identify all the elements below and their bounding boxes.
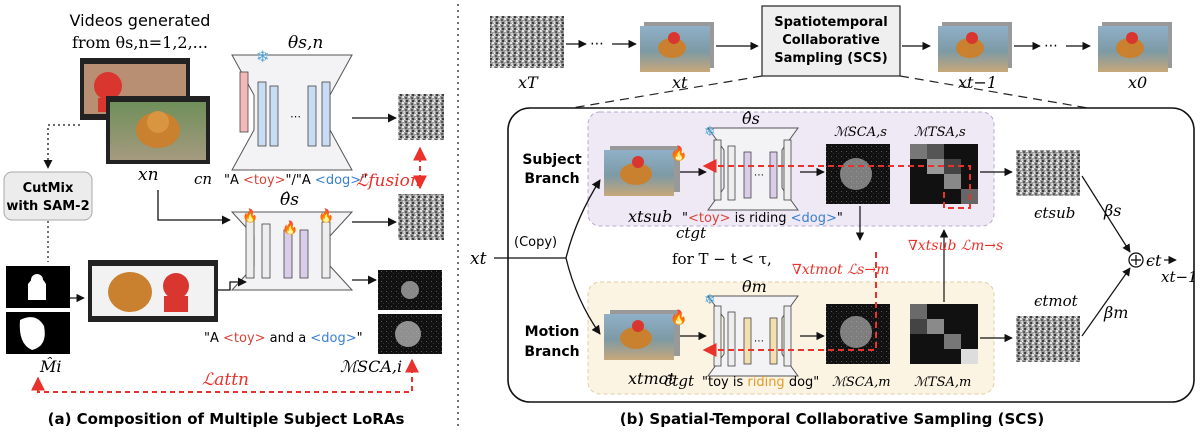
scs-box bbox=[761, 5, 901, 77]
cutmix-composite-video bbox=[88, 260, 218, 322]
ellipsis-top-2: ⋯ bbox=[1044, 38, 1058, 54]
motion-prompt: "toy is riding dog" bbox=[702, 375, 819, 390]
c-tgt-label: ctgt bbox=[676, 224, 707, 242]
arrow-xn-to-theta-hat-s bbox=[157, 190, 231, 225]
eps-t-label: ϵt bbox=[1146, 251, 1162, 270]
x-out-label: xt−1 bbox=[1161, 268, 1198, 286]
videos-label-line2: from θs,n=1,2,... bbox=[72, 33, 208, 52]
arrow-composite-to-theta-hat-s bbox=[218, 277, 247, 291]
noise-output-theta-sn bbox=[398, 94, 444, 140]
motion-branch-label-2: Branch bbox=[524, 344, 579, 360]
scs-label-line1: Spatiotemporal bbox=[774, 15, 888, 30]
l-attn-label: ℒattn bbox=[202, 370, 249, 390]
copy-label: (Copy) bbox=[514, 235, 557, 250]
grad-m-to-s-label: ∇xtsub ℒm→s bbox=[908, 238, 1003, 254]
subject-fire-icon: 🔥 bbox=[670, 145, 687, 162]
c-n-label: cn bbox=[194, 170, 212, 188]
beta-s-label: βs bbox=[1103, 201, 1121, 220]
condition-label: for T − t < τ, bbox=[672, 250, 772, 268]
motion-branch-label-1: Motion bbox=[525, 324, 580, 340]
x-T-label: xT bbox=[518, 73, 539, 92]
svg-text:⋯: ⋯ bbox=[754, 336, 764, 347]
m-sca-m-label: ℳSCA,m bbox=[832, 375, 891, 390]
c-tilde-tgt-label: c̃tgt bbox=[664, 372, 695, 390]
zoom-line-left bbox=[559, 75, 763, 111]
eps-mot-label: ϵtmot bbox=[1034, 292, 1079, 310]
cutmix-label-line2: with SAM-2 bbox=[6, 199, 89, 214]
m-sca-s-label: ℳSCA,s bbox=[834, 125, 887, 140]
x-0-label: x0 bbox=[1128, 73, 1147, 92]
x-t-sub-label: xtsub bbox=[628, 207, 672, 226]
grad-s-to-m-label: ∇xtmot ℒs→m bbox=[792, 262, 889, 278]
ellipsis-top-1: ⋯ bbox=[590, 36, 604, 52]
subject-snowflake-icon: ❄ bbox=[704, 124, 716, 140]
x-t-input-label: xt bbox=[470, 249, 487, 269]
cutmix-box bbox=[3, 171, 93, 221]
dotted-arrow-to-cutmix bbox=[43, 124, 80, 169]
theta-hat-s-label: θ̂s bbox=[280, 190, 299, 210]
trainable-fire-icon-3: 🔥 bbox=[318, 208, 334, 224]
noise-output-theta-hat-s bbox=[398, 194, 444, 240]
lora-network-theta-sn: ⋯ ❄ bbox=[231, 47, 353, 171]
prompt-cn: "A <toy>"/"A <dog>" bbox=[224, 173, 367, 188]
guidance-s-to-m-arrow bbox=[702, 252, 877, 357]
toy-video-frames bbox=[80, 58, 190, 120]
tsa-map-motion bbox=[910, 304, 978, 364]
beta-m-label: βm bbox=[1103, 303, 1128, 322]
scs-label-line2: Collaborative bbox=[782, 33, 880, 48]
videos-label-line1: Videos generated bbox=[70, 11, 211, 30]
frame-x-t bbox=[640, 22, 714, 72]
svg-text:⋯: ⋯ bbox=[754, 170, 764, 181]
caption-a: (a) Composition of Multiple Subject LoRA… bbox=[48, 410, 405, 428]
x-t-mot-label: xtmot bbox=[628, 369, 675, 388]
m-tsa-s-label: ℳTSA,s bbox=[914, 125, 966, 140]
frozen-snowflake-icon: ❄ bbox=[256, 47, 269, 66]
subject-branch-label-2: Branch bbox=[524, 171, 579, 187]
ellipsis: ⋯ bbox=[290, 110, 301, 123]
trainable-fire-icon-1: 🔥 bbox=[242, 208, 258, 224]
subject-branch-label-1: Subject bbox=[522, 152, 582, 168]
m-sca-i-label: ℳSCA,i bbox=[340, 357, 402, 376]
m-tsa-m-label: ℳTSA,m bbox=[914, 375, 971, 390]
subject-network-theta-hat-s: ⋯ ❄ bbox=[704, 124, 799, 211]
dog-video-frames bbox=[106, 96, 210, 164]
subject-prompt: "<toy> is riding <dog>" bbox=[682, 211, 843, 226]
theta-m-label: θm bbox=[742, 277, 767, 296]
motion-snowflake-icon: ❄ bbox=[704, 292, 716, 308]
theta-sn-label: θs,n bbox=[288, 33, 323, 53]
eps-mot-output bbox=[1016, 316, 1080, 362]
frame-x-0 bbox=[1098, 22, 1172, 72]
trainable-fire-icon-2: 🔥 bbox=[282, 220, 298, 236]
arrow-eps-mot-to-sum bbox=[1081, 267, 1131, 337]
zoom-line-right bbox=[899, 75, 1101, 111]
motion-fire-icon: 🔥 bbox=[670, 309, 687, 326]
scs-label-line3: Sampling (SCS) bbox=[774, 51, 887, 66]
composed-network-theta-hat-s: 🔥 🔥 🔥 bbox=[230, 208, 354, 291]
eps-sub-output bbox=[1016, 150, 1080, 196]
frame-x-T bbox=[490, 16, 564, 68]
attn-loss-arrow bbox=[37, 358, 419, 393]
cutmix-label-line1: CutMix bbox=[23, 181, 74, 196]
x-n-label: xn bbox=[138, 165, 159, 185]
l-fusion-label: ℒfusion bbox=[356, 171, 421, 191]
eps-sub-label: ϵtsub bbox=[1034, 204, 1075, 222]
theta-hat-s-b-label: θ̂s bbox=[742, 109, 760, 128]
mask-images bbox=[6, 266, 70, 354]
subject-latent-frames bbox=[604, 146, 680, 196]
caption-b: (b) Spatial-Temporal Collaborative Sampl… bbox=[620, 410, 1044, 428]
motion-latent-frames bbox=[604, 310, 680, 360]
prompt-composite: "A <toy> and a <dog>" bbox=[204, 331, 363, 346]
arrow-copy-to-motion bbox=[565, 257, 601, 335]
m-hat-i-label: M̂i bbox=[39, 357, 62, 376]
x-t-label: xt bbox=[672, 73, 688, 92]
motion-network-theta-m: ⋯ ❄ bbox=[704, 292, 799, 377]
arrow-eps-sub-to-sum bbox=[1081, 175, 1131, 253]
guidance-m-to-s-arrow bbox=[702, 159, 971, 209]
arrow-copy-to-subject bbox=[565, 179, 601, 259]
frame-x-t-minus-1 bbox=[938, 22, 1012, 72]
